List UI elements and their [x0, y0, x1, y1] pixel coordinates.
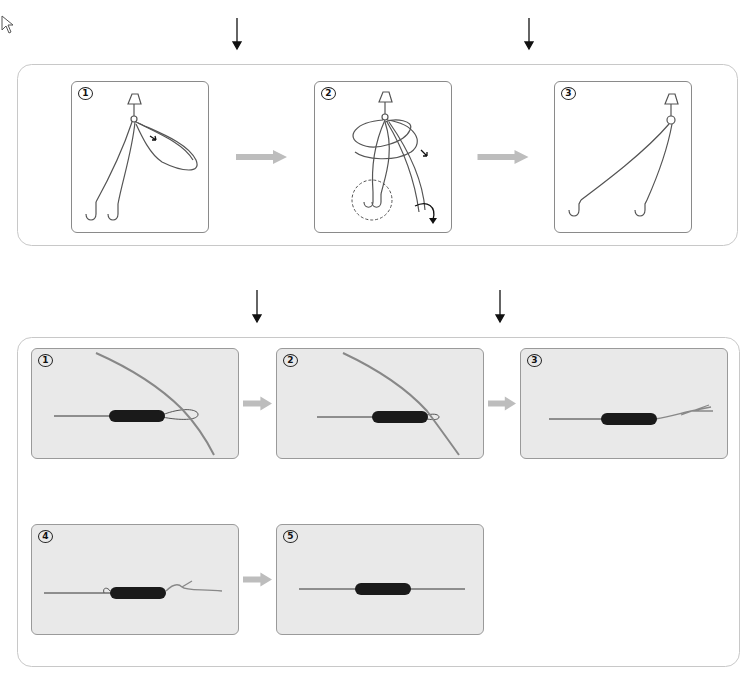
- bottom-panel: [18, 338, 740, 667]
- step-box: 3: [520, 348, 728, 459]
- rig-illustration: [72, 82, 209, 233]
- callout-number: 5: [283, 530, 298, 543]
- step-arrow: [236, 150, 287, 164]
- mouse-cursor: [2, 16, 13, 33]
- step-box: 4: [31, 524, 239, 635]
- step-arrow: [478, 150, 529, 164]
- step-arrow: [243, 573, 272, 587]
- down-arrows: [233, 18, 533, 322]
- sleeve-illustration: [32, 349, 239, 459]
- callout-number: 4: [38, 530, 53, 543]
- rig-illustration: [315, 82, 452, 233]
- sleeve-illustration: [32, 525, 239, 635]
- callout-number: 3: [527, 354, 542, 367]
- callout-number: 3: [561, 87, 576, 100]
- step-box: 1: [31, 348, 239, 459]
- callout-number: 1: [38, 354, 53, 367]
- sleeve-illustration: [521, 349, 728, 459]
- rig-illustration: [555, 82, 692, 233]
- step-box: 1: [71, 81, 209, 233]
- step-box: 3: [554, 81, 692, 233]
- step-box: 2: [314, 81, 452, 233]
- step-box: 5: [276, 524, 484, 635]
- callout-number: 2: [283, 354, 298, 367]
- sleeve-illustration: [277, 525, 484, 635]
- callout-number: 2: [321, 87, 336, 100]
- step-arrow: [243, 397, 272, 411]
- step-box: 2: [276, 348, 484, 459]
- sleeve-illustration: [277, 349, 484, 459]
- step-arrow: [488, 397, 516, 411]
- callout-number: 1: [78, 87, 93, 100]
- top-panel: [18, 65, 738, 246]
